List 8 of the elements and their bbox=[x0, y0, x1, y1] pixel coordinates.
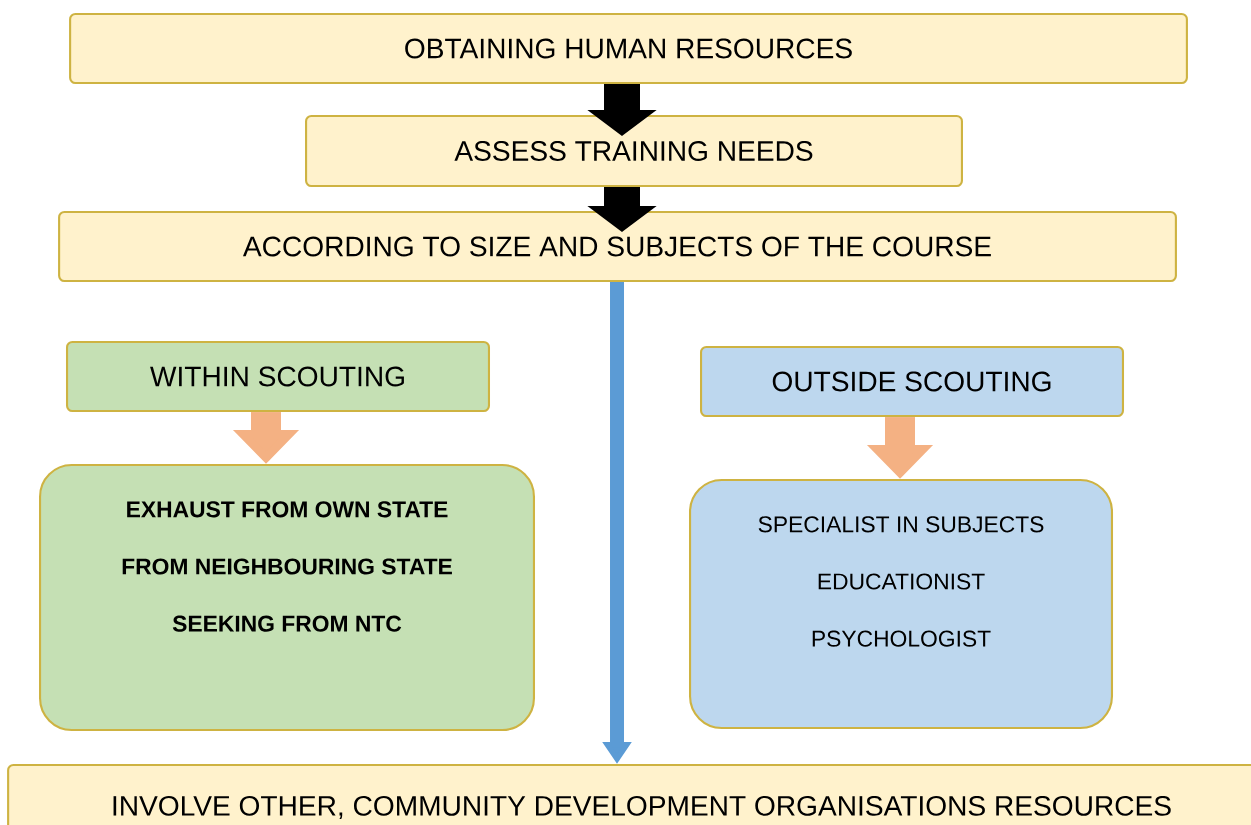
category-box: WITHIN SCOUTING bbox=[66, 340, 490, 413]
list-box: EXHAUST FROM OWN STATE FROM NEIGHBOURING STATE SEEKING FROM NTC bbox=[39, 464, 535, 732]
step-box: OBTAINING HUMAN RESOURCES bbox=[69, 12, 1188, 85]
category-box: OUTSIDE SCOUTING bbox=[700, 345, 1125, 418]
step-box: ACCORDING TO SIZE AND SUBJECTS OF THE COURSE bbox=[58, 210, 1177, 283]
list-box: SPECIALIST IN SUBJECTS EDUCATIONIST PSYCHOLOGIST bbox=[689, 478, 1114, 730]
step-box: ASSESS TRAINING NEEDS bbox=[305, 114, 963, 188]
step-box: INVOLVE OTHER, COMMUNITY DEVELOPMENT ORGANISATIONS RESOURCES bbox=[7, 763, 1251, 825]
